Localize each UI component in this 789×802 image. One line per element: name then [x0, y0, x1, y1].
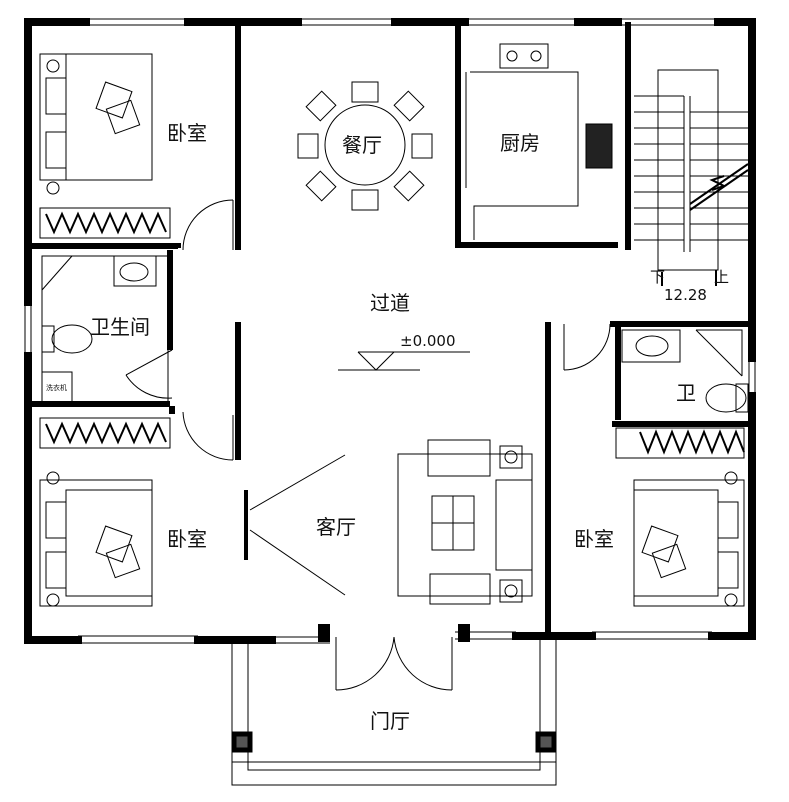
bathroom-w-fixtures — [41, 255, 169, 403]
label-dining: 餐厅 — [342, 133, 382, 157]
label-stairs-up: 上 — [714, 268, 729, 286]
label-stairs-level: 12.28 — [664, 286, 707, 304]
label-kitchen: 厨房 — [500, 131, 540, 155]
label-living: 客厅 — [316, 515, 356, 539]
bed-se — [633, 471, 745, 607]
porch — [231, 636, 557, 786]
bathroom-e-fixtures — [621, 329, 749, 413]
pillar-right — [458, 624, 470, 642]
elevation-marker — [338, 351, 470, 371]
windows — [24, 18, 756, 644]
label-bedroom-sw: 卧室 — [167, 527, 207, 551]
kitchen-counter — [465, 43, 613, 240]
staircase — [634, 69, 749, 286]
wardrobe-se — [615, 427, 745, 459]
dining-table — [297, 81, 433, 211]
label-bathroom-w: 卫生间 — [90, 315, 150, 339]
label-foyer: 门厅 — [370, 709, 410, 733]
label-corridor: 过道 — [370, 291, 410, 315]
label-bedroom-nw: 卧室 — [167, 121, 207, 145]
label-stairs-down: 下 — [650, 268, 665, 286]
bed-sw — [39, 471, 153, 607]
interior-walls — [28, 22, 752, 636]
doors — [125, 199, 621, 691]
label-bedroom-se: 卧室 — [574, 527, 614, 551]
sofa-set — [397, 439, 533, 605]
exterior-walls — [24, 18, 756, 644]
label-appliance: 洗衣机 — [46, 383, 67, 392]
label-bathroom-e: 卫 — [676, 381, 696, 405]
wardrobe-sw — [39, 417, 171, 449]
label-elevation: ±0.000 — [400, 332, 456, 350]
bed-nw — [39, 53, 153, 195]
tv-wall — [244, 454, 346, 596]
pillar-left — [318, 624, 330, 642]
wardrobe-nw — [39, 207, 171, 239]
